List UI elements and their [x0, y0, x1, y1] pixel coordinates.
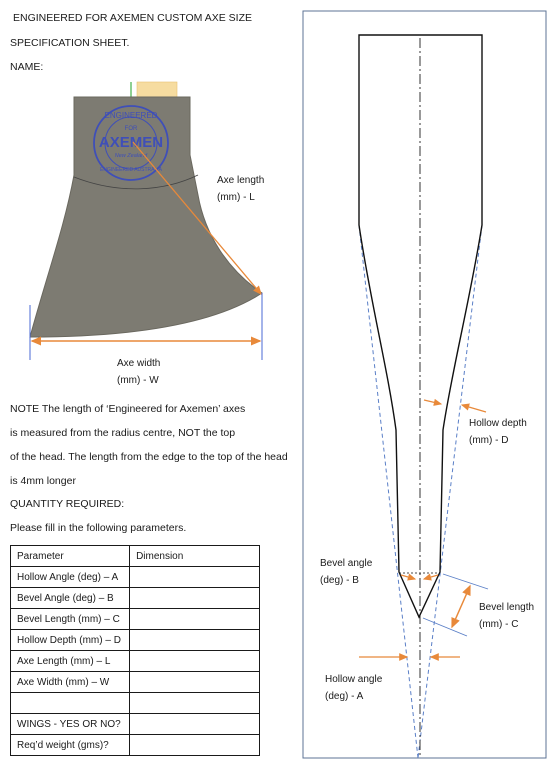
note-line-4: is 4mm longer [10, 475, 76, 487]
instruction-text: Please fill in the following parameters. [10, 522, 187, 534]
param-cell: Req’d weight (gms)? [9, 734, 131, 756]
hollow-depth-label-1: Hollow depth [469, 418, 527, 429]
bevel-length-label-1: Bevel length [479, 602, 535, 613]
bevel-length-arrow [451, 584, 471, 629]
table-row: Hollow Depth (mm) – D [9, 629, 260, 651]
svg-text:ENGINEERED AUSTRALIA: ENGINEERED AUSTRALIA [100, 167, 163, 173]
table-row: Axe Length (mm) – L [9, 650, 260, 672]
note-line-1: NOTE The length of ‘Engineered for Axeme… [10, 403, 246, 415]
sheet-title: ENGINEERED FOR AXEMEN CUSTOM AXE SIZE [13, 12, 253, 24]
svg-text:AXEMEN: AXEMEN [99, 134, 163, 151]
bevel-angle-label-1: Bevel angle [320, 558, 373, 569]
axe-width-label-2: (mm) - W [117, 375, 159, 386]
axe-profile-outline [358, 34, 483, 619]
bevel-length-label-2: (mm) - C [479, 619, 519, 630]
hollow-angle-label-2: (deg) - A [325, 691, 364, 702]
table-row [9, 692, 260, 714]
axe-length-label-2: (mm) - L [217, 192, 255, 203]
axe-head-body [29, 96, 263, 338]
svg-text:ENGINEERED: ENGINEERED [105, 111, 158, 120]
note-line-2: is measured from the radius centre, NOT … [10, 427, 236, 439]
bevel-angle-label-2: (deg) - B [320, 575, 359, 586]
dimension-cell[interactable] [129, 734, 260, 756]
quantity-label: QUANTITY REQUIRED: [10, 498, 125, 510]
eye-curve [73, 174, 199, 190]
svg-text:New Zealand: New Zealand [115, 153, 148, 159]
hollow-angle-label-1: Hollow angle [325, 674, 383, 685]
axe-length-label-1: Axe length [217, 175, 265, 186]
table-header-row: Parameter Dimension [9, 545, 260, 567]
axe-head-figure: ENGINEERED FOR AXEMEN New Zealand ENGINE… [29, 81, 263, 360]
axemen-logo: ENGINEERED FOR AXEMEN New Zealand ENGINE… [93, 105, 169, 181]
parameter-table: Parameter Dimension Hollow Angle (deg) –… [9, 545, 260, 756]
table-row: Bevel Length (mm) – C [9, 608, 260, 630]
hollow-depth-label-2: (mm) - D [469, 435, 509, 446]
profile-frame [302, 10, 547, 759]
note-line-3: of the head. The length from the edge to… [10, 451, 288, 463]
axe-length-line [132, 141, 262, 295]
svg-text:FOR: FOR [125, 126, 138, 132]
table-row: Req’d weight (gms)? [9, 734, 260, 756]
name-label: NAME: [10, 61, 44, 73]
axe-width-label-1: Axe width [117, 358, 161, 369]
table-row: WINGS - YES OR NO? [9, 713, 260, 735]
sheet-subtitle: SPECIFICATION SHEET. [10, 37, 130, 49]
